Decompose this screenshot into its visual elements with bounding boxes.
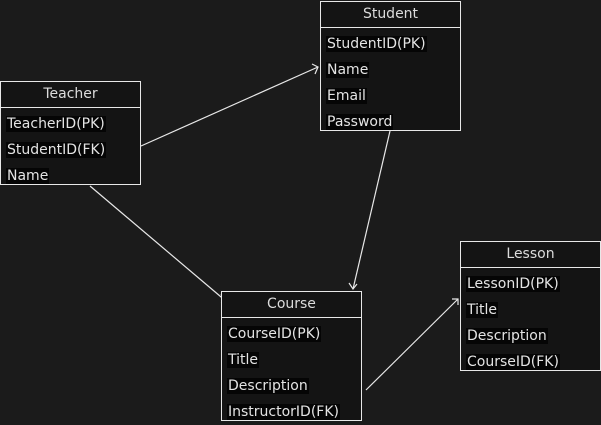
attribute-description[interactable]: Description [461,323,600,349]
attribute-label: LessonID(PK) [466,276,560,292]
attribute-label: Description [466,328,548,344]
attribute-title[interactable]: Title [461,297,600,323]
entity-lesson[interactable]: Lesson LessonID(PK) Title Description Co… [460,241,601,371]
attribute-password[interactable]: Password [321,109,460,135]
relationship-teacher-student[interactable] [140,63,319,147]
attribute-label: CourseID(FK) [466,354,560,370]
attribute-instructorid-fk[interactable]: InstructorID(FK) [222,399,361,425]
entity-title-course: Course [222,292,361,318]
attribute-label: StudentID(PK) [326,36,427,52]
attribute-label: Description [227,378,309,394]
attribute-teacherid[interactable]: TeacherID(PK) [1,111,140,137]
entity-title-lesson: Lesson [461,242,600,268]
attribute-courseid[interactable]: CourseID(PK) [222,321,361,347]
attribute-label: InstructorID(FK) [227,404,340,420]
entity-title-student: Student [321,2,460,28]
entity-title-teacher: Teacher [1,82,140,108]
attribute-name[interactable]: Name [321,57,460,83]
attribute-label: Name [326,62,370,78]
attribute-courseid-fk[interactable]: CourseID(FK) [461,349,600,375]
entity-teacher[interactable]: Teacher TeacherID(PK) StudentID(FK) Name [0,81,141,185]
attribute-studentid[interactable]: StudentID(PK) [321,31,460,57]
attribute-lessonid[interactable]: LessonID(PK) [461,271,600,297]
attribute-label: StudentID(FK) [6,142,107,158]
attribute-label: CourseID(PK) [227,326,322,342]
attribute-label: Name [6,168,50,184]
relationship-student-course[interactable] [348,130,391,291]
relationship-course-lesson[interactable] [365,298,459,391]
relationship-teacher-course[interactable] [89,185,229,304]
entity-course[interactable]: Course CourseID(PK) Title Description In… [221,291,362,421]
attribute-label: Email [326,88,367,104]
attribute-studentid-fk[interactable]: StudentID(FK) [1,137,140,163]
attribute-label: Password [326,114,394,130]
attribute-title[interactable]: Title [222,347,361,373]
attribute-label: Title [466,302,499,318]
attribute-label: Title [227,352,260,368]
entity-student[interactable]: Student StudentID(PK) Name Email Passwor… [320,1,461,131]
attribute-label: TeacherID(PK) [6,116,106,132]
attribute-description[interactable]: Description [222,373,361,399]
attribute-email[interactable]: Email [321,83,460,109]
attribute-name[interactable]: Name [1,163,140,189]
